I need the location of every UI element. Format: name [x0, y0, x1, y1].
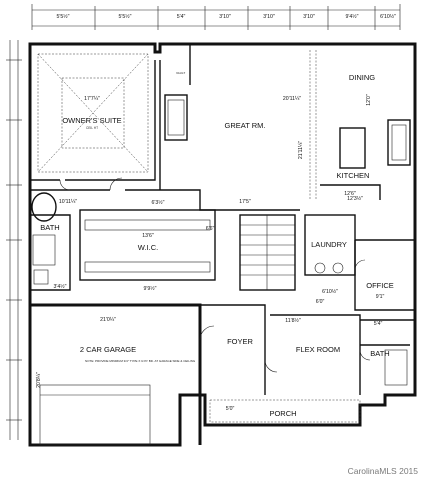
dim-hall: 9'9½" [144, 285, 157, 292]
interior-walls [30, 44, 415, 446]
vault-note: VAULT [176, 71, 185, 75]
room-wic: W.I.C. [138, 243, 158, 252]
room-flex-room: FLEX ROOM [296, 345, 340, 354]
dim-office-w: 6'0" [316, 299, 325, 305]
dim-laundry: 6'10½" [322, 288, 338, 295]
watermark: CarolinaMLS 2015 [348, 466, 419, 476]
owners-suite-sub: CEIL HT [86, 126, 98, 130]
top-dim-1: 5'5½" [57, 13, 70, 20]
room-kitchen: KITCHEN [337, 171, 370, 180]
dim-garage-side: 20'8¼" [36, 372, 42, 388]
dim-owners-suite: 17'7¼" [84, 96, 100, 102]
dim-misc-c: 5'0" [226, 406, 235, 412]
top-dim-5: 3'10" [263, 14, 275, 20]
dim-flex-room: 11'8½" [285, 317, 301, 324]
top-dimension-string: 5'5½" 5'5½" 5'4" 3'10" 3'10" 3'10" 9'4½"… [31, 4, 401, 30]
room-dining: DINING [349, 73, 375, 82]
room-bath-left: BATH [40, 223, 59, 232]
dim-kitchen: 12'3½" [347, 195, 363, 202]
room-porch: PORCH [269, 409, 296, 418]
left-dimension-string [6, 40, 22, 440]
room-foyer: FOYER [227, 337, 253, 346]
dim-small-a: 6'3½" [152, 199, 165, 206]
dim-dining: 12'0" [366, 94, 372, 106]
garage-note: NOTE: PROVIDE MINIMUM 3/4" TYPE X GYP. B… [85, 359, 196, 363]
top-dim-6: 3'10" [303, 14, 315, 20]
staircase [239, 214, 296, 291]
plan-notes: NOTE: PROVIDE MINIMUM 3/4" TYPE X GYP. B… [85, 71, 196, 363]
dim-wic: 13'6" [142, 233, 154, 239]
room-owners-suite: OWNER'S SUITE [62, 116, 121, 125]
room-great-room: GREAT RM. [225, 121, 266, 130]
top-dim-7: 9'4½" [346, 13, 359, 20]
dim-great-room-side: 21'11¼" [298, 141, 304, 159]
dim-bath-left: 10'11¼" [59, 199, 77, 205]
room-laundry: LAUNDRY [311, 240, 347, 249]
dim-misc-b: 6'6" [206, 226, 215, 232]
dim-misc-a: 12'6" [344, 191, 356, 197]
room-bath-right: BATH [370, 349, 389, 358]
exterior-walls [28, 42, 417, 447]
room-garage: 2 CAR GARAGE [80, 345, 136, 354]
dim-garage: 21'0¼" [100, 317, 116, 323]
dim-bath-right: 5'4" [374, 321, 383, 327]
top-dim-2: 5'5½" [119, 13, 132, 20]
room-office: OFFICE [366, 281, 394, 290]
room-dimensions: 17'7¼" 20'11¼" 21'11¼" 13'6" 17'5" 21'0¼… [36, 94, 384, 412]
dim-foyer-span: 17'5" [239, 199, 251, 205]
dim-small-b: 3'4½" [54, 283, 67, 290]
dim-great-room: 20'11¼" [283, 96, 301, 102]
top-dim-3: 5'4" [177, 14, 186, 20]
top-dim-4: 3'10" [219, 14, 231, 20]
dim-office: 9'1" [376, 294, 385, 300]
room-labels: OWNER'S SUITE GREAT RM. DINING KITCHEN B… [40, 73, 393, 418]
top-dim-8: 6'10½" [380, 13, 396, 20]
